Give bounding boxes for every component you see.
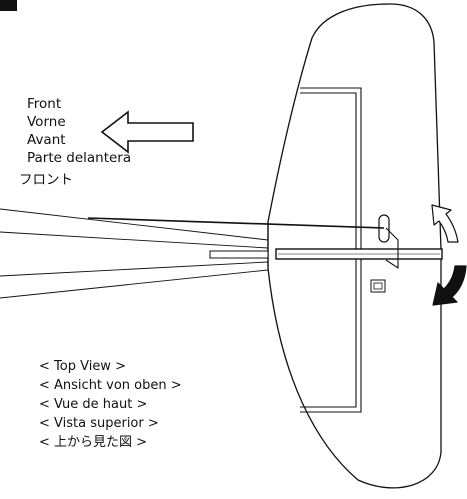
front-label-fr: Avant <box>27 132 66 148</box>
view-label-de: < Ansicht von oben > <box>39 378 182 393</box>
view-label-ja: < 上から見た図 > <box>39 435 148 450</box>
front-label-en: Front <box>27 96 62 112</box>
linkage-line-1 <box>0 208 269 241</box>
front-label-ja: フロント <box>19 172 73 188</box>
linkage-line-2 <box>0 231 269 249</box>
front-label-de: Vorne <box>27 114 66 130</box>
curved-arrow-down-icon <box>432 265 467 306</box>
curved-arrow-up-icon <box>431 204 459 243</box>
linkage-line-3 <box>0 261 269 277</box>
servo-mark-inner <box>373 282 383 290</box>
view-label-es: < Vista superior > <box>39 416 159 431</box>
view-label-group: < Top View > < Ansicht von oben > < Vue … <box>39 357 182 452</box>
linkage-line-5 <box>87 217 385 229</box>
front-label-es: Parte delantera <box>27 150 132 166</box>
view-label-en: < Top View > <box>39 359 126 374</box>
linkage-line-4 <box>0 269 269 299</box>
wing-outline <box>267 3 442 489</box>
left-arrow-icon <box>100 110 194 154</box>
front-label-group: Front Vorne Avant Parte delantera フロント <box>19 95 132 189</box>
corner-marker <box>0 0 17 11</box>
view-label-fr: < Vue de haut > <box>39 397 148 412</box>
pushrod-tube <box>209 250 269 259</box>
horn-bracket <box>385 227 399 270</box>
